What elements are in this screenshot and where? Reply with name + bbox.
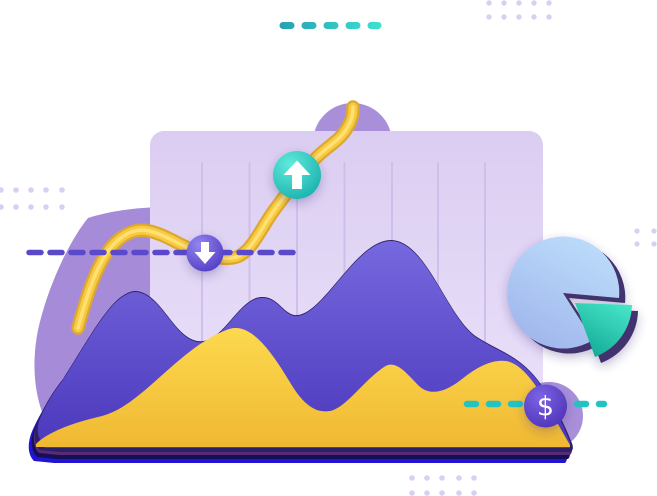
dot-grid-bottom <box>409 475 477 496</box>
up-badge <box>273 151 321 199</box>
dot-grid-top-right <box>486 0 552 20</box>
area-wave-yellow <box>36 327 570 447</box>
pie-chart <box>507 236 638 363</box>
pie-slice-teal <box>575 303 632 357</box>
dollar-badge: $ <box>524 384 567 428</box>
dot-grid-left <box>0 187 65 210</box>
down-arrow-icon <box>194 242 216 264</box>
up-arrow-icon <box>283 160 311 189</box>
pie-slice-blue <box>507 236 620 349</box>
trend-line <box>71 100 360 335</box>
dollar-icon: $ <box>537 392 554 423</box>
down-badge <box>186 234 224 272</box>
dot-grid-right-edge <box>634 228 657 247</box>
